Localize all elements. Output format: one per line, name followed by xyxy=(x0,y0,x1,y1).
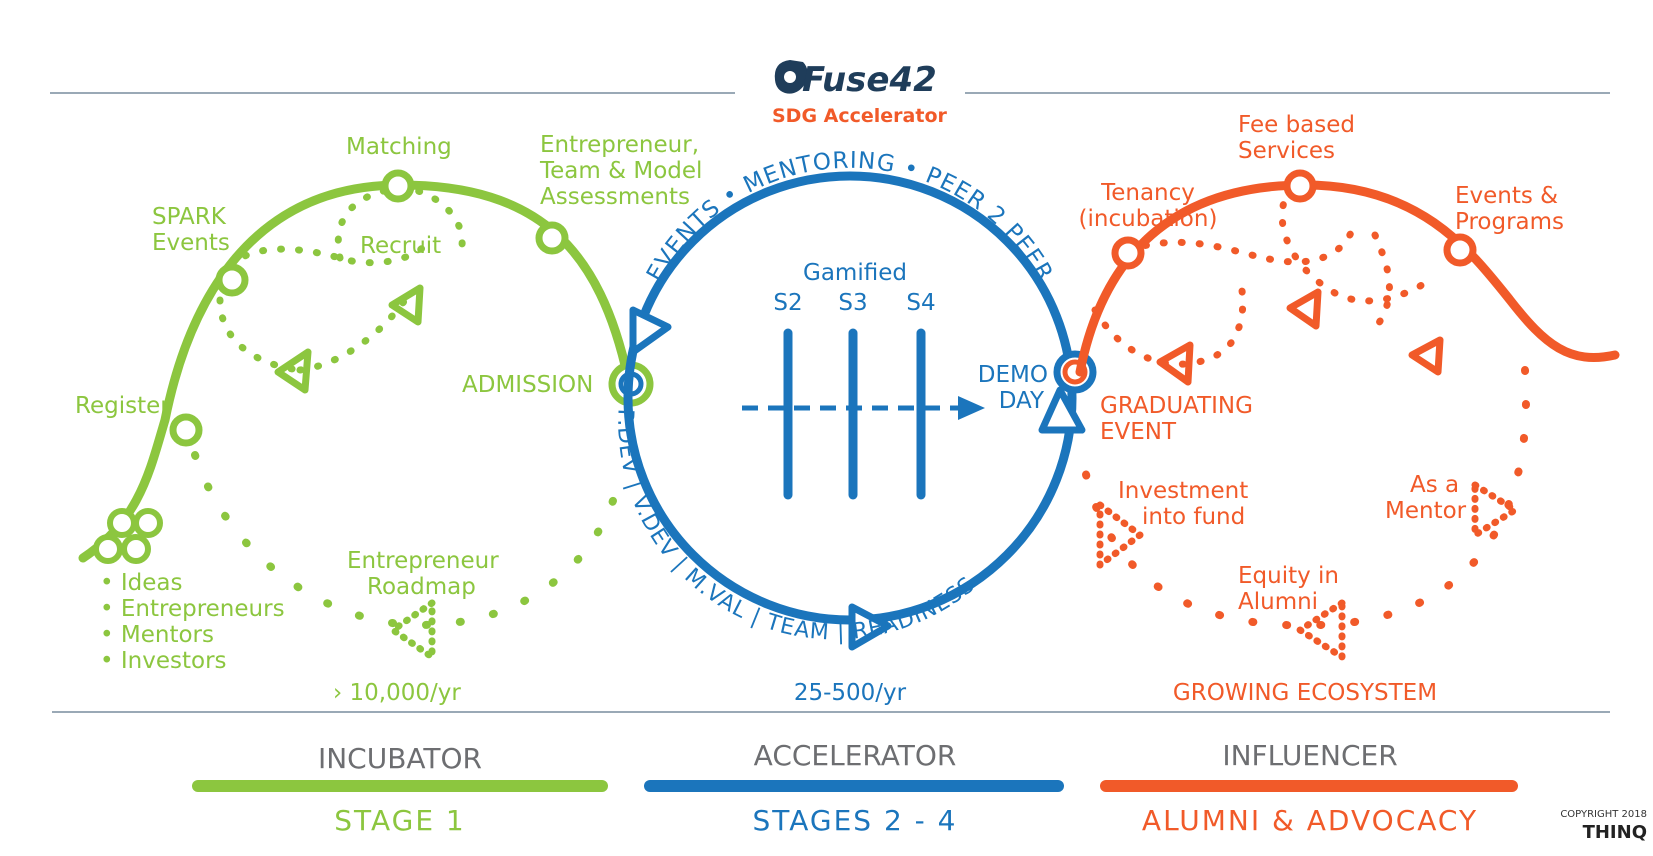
accelerator-volume: 25-500/yr xyxy=(794,680,907,706)
input-cluster-icon xyxy=(93,508,163,564)
progress-arrowhead-icon xyxy=(958,396,985,420)
spark-node xyxy=(215,263,249,297)
fuse42-logo: Fuse42 SDG Accelerator xyxy=(772,60,948,127)
stage-accelerator: ACCELERATOR STAGES 2 - 4 xyxy=(644,739,1064,837)
stage-influencer: INFLUENCER ALUMNI & ADVOCACY xyxy=(1100,739,1518,837)
event-label: EVENT xyxy=(1100,419,1177,445)
logo-subtitle: SDG Accelerator xyxy=(772,105,948,127)
assessment-label-line2: Team & Model xyxy=(539,158,702,184)
sprint-label-s2: S2 xyxy=(773,290,802,316)
mentor-label-line2: Mentor xyxy=(1385,498,1467,524)
matching-label: Matching xyxy=(346,134,452,160)
tenancy-label-line2: (incubation) xyxy=(1079,206,1218,232)
influencer-section: Tenancy (incubation) Fee based Services … xyxy=(1075,112,1620,706)
input-entrepreneurs: • Entrepreneurs xyxy=(100,596,285,622)
accelerator-section: EVENTS • MENTORING • PEER 2 PEER P.DEV |… xyxy=(612,148,1097,706)
incubator-section: Register SPARK Events Matching Recruit E… xyxy=(75,132,702,706)
stage-incubator: INCUBATOR STAGE 1 xyxy=(192,742,608,837)
input-ideas: • Ideas xyxy=(100,570,183,596)
incubator-loop-a xyxy=(226,236,434,269)
logo-name: Fuse42 xyxy=(802,60,937,100)
programs-label-line1: Events & xyxy=(1455,183,1558,209)
influencer-outer-dots xyxy=(1081,366,1530,630)
influencer-arrow-icon xyxy=(1156,341,1194,386)
services-label-line1: Fee based xyxy=(1238,112,1355,138)
mentor-arrow-icon xyxy=(1471,478,1522,542)
programs-label-line2: Programs xyxy=(1455,209,1564,235)
investment-label-line2: into fund xyxy=(1142,504,1245,530)
spark-label: SPARK xyxy=(152,204,227,230)
sprint-label-s4: S4 xyxy=(906,290,935,316)
stage-label-influencer: ALUMNI & ADVOCACY xyxy=(1142,804,1478,837)
cycle-arrow-icon xyxy=(1038,386,1086,434)
ecosystem-label: GROWING ECOSYSTEM xyxy=(1173,680,1437,706)
equity-label-line1: Equity in xyxy=(1238,563,1339,589)
input-mentors: • Mentors xyxy=(100,622,214,648)
services-label-line2: Services xyxy=(1238,138,1335,164)
equity-arrow-icon xyxy=(1293,596,1346,664)
influencer-loop-c xyxy=(1366,231,1393,339)
equity-label-line2: Alumni xyxy=(1238,589,1318,615)
matching-node xyxy=(381,169,415,203)
influencer-arrow-icon xyxy=(1408,336,1444,376)
assessment-node xyxy=(535,221,569,255)
stage-title-accelerator: ACCELERATOR xyxy=(754,739,957,772)
cycle-arrow-icon xyxy=(629,306,672,356)
register-label: Register xyxy=(75,393,170,419)
demo-label: DEMO xyxy=(978,362,1048,388)
stage-title-influencer: INFLUENCER xyxy=(1222,739,1397,772)
cycle-arrow-icon xyxy=(848,603,892,651)
copyright-brand: THINQ xyxy=(1583,822,1647,843)
investment-label-line1: Investment xyxy=(1118,478,1248,504)
assessment-label-line1: Entrepreneur, xyxy=(540,132,699,158)
influencer-arrow-icon xyxy=(1286,288,1322,330)
incubator-arrow-icon xyxy=(274,348,312,394)
assessment-label-line3: Assessments xyxy=(540,184,690,210)
sprint-label-s3: S3 xyxy=(838,290,867,316)
investment-arrow-icon xyxy=(1096,498,1146,572)
copyright-block: COPYRIGHT 2018 THINQ xyxy=(1560,809,1647,843)
tenancy-label-line1: Tenancy xyxy=(1100,180,1195,206)
mentor-label-line1: As a xyxy=(1410,472,1459,498)
incubator-volume: › 10,000/yr xyxy=(333,680,461,706)
services-node xyxy=(1283,169,1317,203)
stage-title-incubator: INCUBATOR xyxy=(318,742,482,775)
roadmap-label-line1: Entrepreneur xyxy=(347,548,499,574)
stage-label-accelerator: STAGES 2 - 4 xyxy=(753,804,958,837)
admission-label: ADMISSION xyxy=(462,372,593,398)
incubator-loop-b xyxy=(216,296,304,374)
roadmap-label-line2: Roadmap xyxy=(367,574,476,600)
influencer-loop-a xyxy=(1124,226,1356,266)
input-investors: • Investors xyxy=(100,648,227,674)
tenancy-node xyxy=(1111,236,1145,270)
register-node xyxy=(169,413,203,447)
roadmap-arrow-icon xyxy=(386,596,436,664)
incubator-loop-d xyxy=(296,296,409,374)
gamified-label: Gamified xyxy=(803,260,907,286)
events-label: Events xyxy=(152,230,230,256)
incubator-arrow-icon xyxy=(388,284,424,326)
day-label: DAY xyxy=(999,388,1045,414)
recruit-label: Recruit xyxy=(360,233,441,259)
incubator-outer-dots xyxy=(191,451,619,630)
copyright-line: COPYRIGHT 2018 xyxy=(1560,809,1647,820)
programs-node xyxy=(1443,233,1477,267)
graduating-label: GRADUATING xyxy=(1100,393,1253,419)
stage-label-incubator: STAGE 1 xyxy=(334,804,465,837)
influencer-loop-d xyxy=(1091,276,1247,368)
